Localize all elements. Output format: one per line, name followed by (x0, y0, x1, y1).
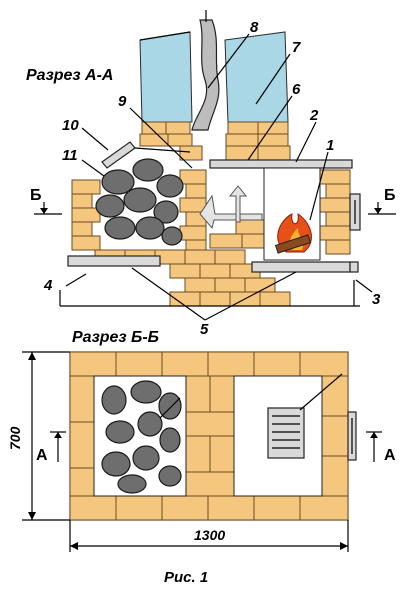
section-mark-b-left-label: Б (30, 187, 42, 204)
callout-4: 4 (43, 277, 53, 294)
section-bb (22, 351, 382, 552)
section-mark-b-right (368, 202, 396, 215)
section-mark-b-left (34, 202, 62, 215)
section-mark-a-left (50, 431, 66, 462)
grate-plan (267, 407, 305, 459)
callout-8: 8 (250, 19, 259, 36)
callout-3: 3 (372, 291, 381, 308)
callout-5: 5 (200, 321, 209, 338)
height-dimension-label: 700 (7, 426, 23, 450)
chimney-pipe (191, 10, 220, 131)
water-tank-right (224, 31, 289, 123)
callout-6: 6 (292, 81, 301, 98)
top-plate (209, 159, 353, 169)
door-plan (347, 411, 357, 461)
callout-10: 10 (62, 117, 79, 134)
section-mark-b-right-label: Б (384, 187, 396, 204)
callout-7: 7 (292, 39, 301, 56)
heater-stones (95, 158, 184, 246)
ash-door (349, 261, 359, 273)
airflow-arrow-up (228, 185, 248, 223)
section-mark-a-left-label: А (36, 447, 48, 464)
callout-9: 9 (118, 93, 127, 110)
width-dimension-label: 1300 (194, 527, 225, 543)
height-dimension (22, 351, 70, 521)
callout-2: 2 (309, 107, 319, 124)
figure-caption: Рис. 1 (164, 569, 208, 586)
width-dimension (69, 520, 349, 552)
heater-lid (101, 141, 191, 169)
flame-icon (274, 212, 312, 254)
heater-stones-plan (101, 380, 182, 494)
brick-masonry-top (71, 121, 351, 307)
callout-11: 11 (62, 147, 78, 164)
section-bb-title: Разрез Б-Б (72, 329, 159, 346)
section-mark-a-right (366, 431, 382, 462)
brick-masonry-plan (69, 351, 349, 521)
section-mark-a-right-label: А (384, 447, 396, 464)
section-aa-title: Разрез А-А (26, 67, 113, 84)
callout-leaders (65, 33, 373, 321)
grate-right (251, 261, 351, 273)
grate-left (67, 255, 161, 267)
callout-1: 1 (326, 137, 334, 154)
firebox-door (349, 193, 361, 231)
water-tank-left (139, 31, 193, 123)
section-aa (34, 10, 396, 321)
